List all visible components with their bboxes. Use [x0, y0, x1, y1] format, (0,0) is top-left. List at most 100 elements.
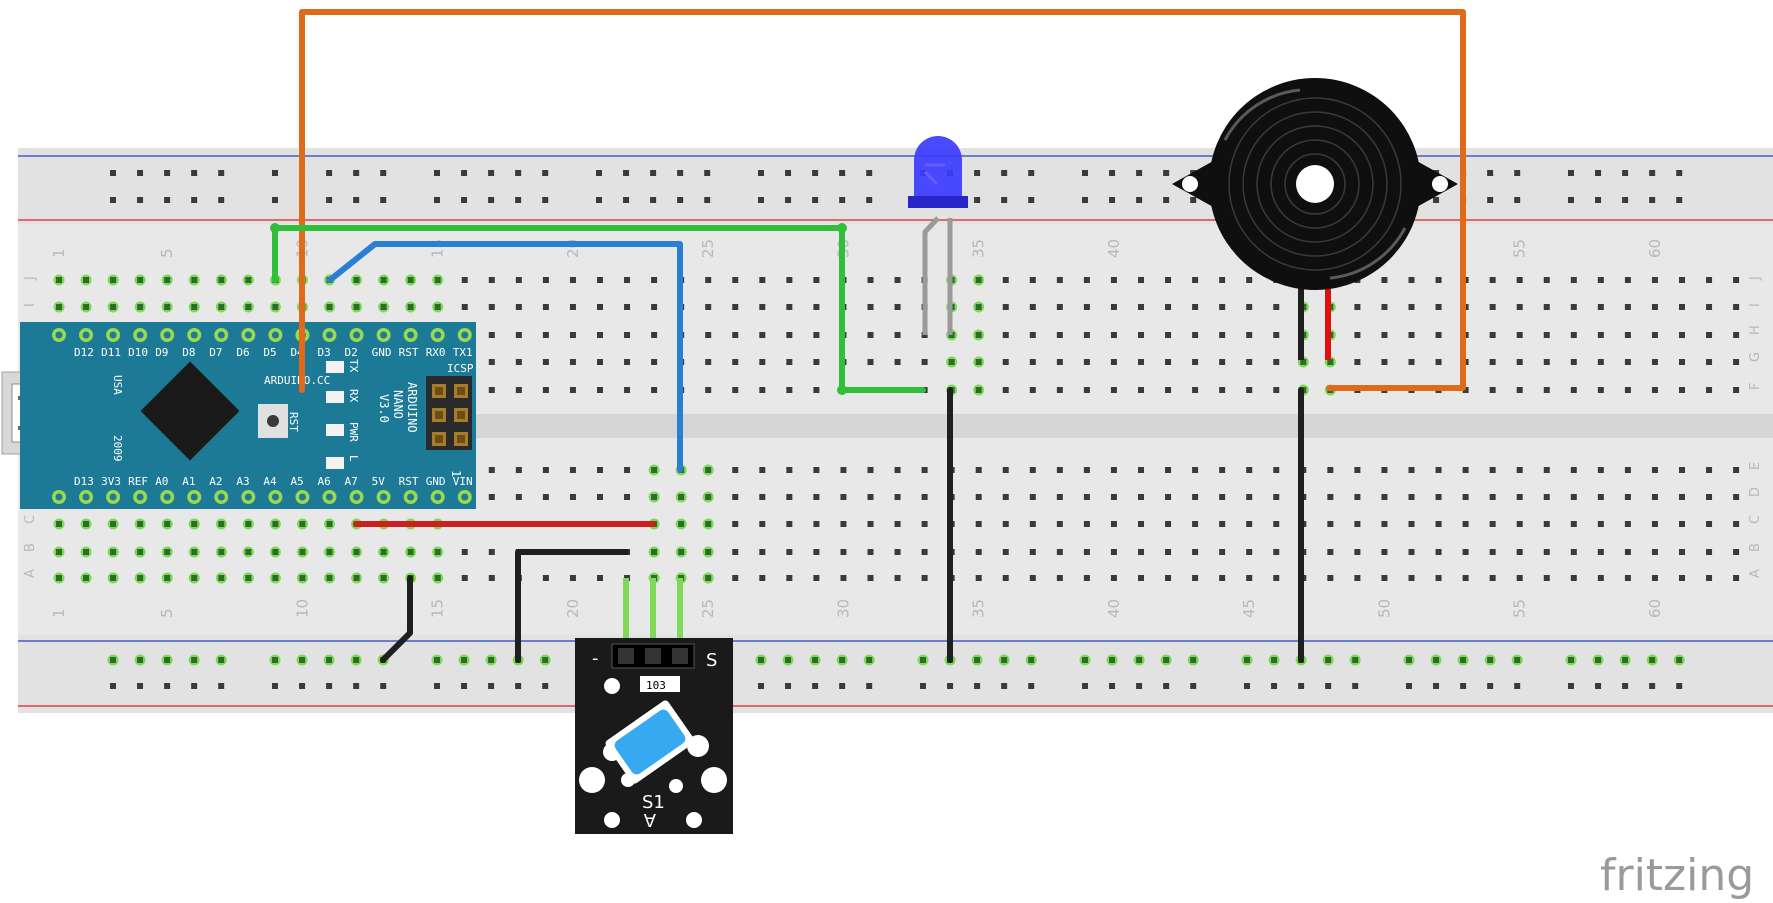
nano-led-label: L [347, 455, 360, 462]
nano-top-pin-label: D11 [101, 346, 121, 359]
column-number-bottom: 60 [1646, 599, 1664, 618]
row-letter-right: E [1748, 462, 1763, 470]
column-number-bottom: 45 [1240, 599, 1258, 618]
blue-led [908, 136, 968, 335]
column-number-bottom: 35 [970, 599, 988, 618]
nano-bottom-pin-label: A7 [345, 475, 358, 488]
row-letter-right: J [1748, 276, 1763, 281]
nano-bottom-pin-label: VIN [453, 475, 473, 488]
nano-led-label: PWR [347, 422, 360, 442]
fritzing-watermark: fritzing [1600, 850, 1754, 901]
buzzer-mount-hole-right [1432, 176, 1448, 192]
row-letter-left: I [23, 303, 38, 307]
top-power-rail [18, 148, 1773, 224]
nano-top-pin-label: RX0 [426, 346, 446, 359]
row-letter-right: G [1748, 352, 1763, 362]
nano-icsp-label: ICSP [447, 362, 474, 375]
row-letter-right: H [1748, 325, 1763, 335]
reset-button-cap [267, 415, 279, 427]
nano-bottom-pin-label: A2 [209, 475, 222, 488]
nano-model-line-3: V3.0 [377, 394, 391, 423]
nano-bottom-pin-label: 5V [372, 475, 386, 488]
nano-top-pin-label: D5 [263, 346, 276, 359]
column-number-bottom: 25 [699, 599, 717, 618]
column-number-top: 55 [1511, 239, 1529, 258]
column-number-top: 40 [1105, 239, 1123, 258]
nano-top-pin-label: RST [399, 346, 419, 359]
black-wire-nano-gnd [380, 575, 413, 663]
nano-usa-label: USA [111, 375, 124, 395]
tilt-sensor-module: - S 103 S1 A [575, 578, 733, 834]
sensor-resistor-label: 103 [646, 679, 666, 692]
column-number-top: 1 [50, 248, 68, 258]
nano-top-pin-label: D7 [209, 346, 222, 359]
nano-year-label: 2009 [111, 435, 124, 462]
buzzer-mount-hole-left [1182, 176, 1198, 192]
piezo-buzzer [1172, 78, 1458, 360]
sensor-pin-minus-label: - [592, 648, 599, 669]
sensor-bottom-label: A [643, 809, 656, 830]
row-letter-left: C [23, 515, 38, 524]
row-letter-right: F [1748, 383, 1763, 390]
row-letter-left: B [23, 543, 38, 552]
icsp-pins [432, 384, 468, 446]
nano-led-label: RX [347, 389, 360, 403]
nano-model-line-2: NANO [391, 390, 405, 419]
nano-corner-label: 1 [449, 470, 463, 477]
sensor-resistor [640, 676, 680, 692]
row-letter-right: B [1748, 543, 1763, 552]
nano-top-pin-label: D9 [155, 346, 168, 359]
nano-top-pin-label: D6 [236, 346, 249, 359]
black-wire-sensor-gnd [515, 549, 629, 663]
nano-led [326, 424, 344, 436]
column-number-bottom: 20 [564, 599, 582, 618]
nano-bottom-pin-label: REF [128, 475, 148, 488]
nano-bottom-pin-label: RST [399, 475, 419, 488]
nano-bottom-pin-label: A1 [182, 475, 195, 488]
bottom-power-rail [18, 635, 1773, 713]
column-number-top: 60 [1646, 239, 1664, 258]
row-letter-right: I [1748, 303, 1763, 307]
led-highlight [923, 163, 945, 186]
tilt-switch [605, 700, 695, 784]
row-letter-right: A [1748, 569, 1763, 578]
nano-pin-holes [52, 328, 472, 504]
nano-bottom-pin-label: A3 [236, 475, 249, 488]
nano-led [326, 391, 344, 403]
column-number-bottom: 50 [1375, 599, 1393, 618]
nano-bottom-pin-label: D13 [74, 475, 94, 488]
nano-leds: TX RX PWR L [326, 359, 360, 469]
sensor-switch-label: S1 [642, 792, 665, 813]
nano-top-pin-label: D8 [182, 346, 195, 359]
nano-led-label: TX [347, 359, 360, 373]
buzzer-center [1296, 165, 1334, 203]
nano-bottom-pin-label: A6 [318, 475, 331, 488]
nano-led [326, 457, 344, 469]
column-number-bottom: 5 [158, 608, 176, 618]
row-letter-right: D [1748, 487, 1763, 497]
nano-board [20, 322, 476, 509]
row-letter-right: C [1748, 515, 1763, 524]
nano-chip [140, 361, 240, 461]
column-number-bottom: 1 [50, 608, 68, 618]
nano-top-pin-label: TX1 [453, 346, 473, 359]
orange-wire [299, 9, 1466, 393]
nano-bottom-pin-label: GND [426, 475, 446, 488]
led-body [914, 136, 962, 200]
nano-top-pin-label: D12 [74, 346, 94, 359]
column-number-bottom: 15 [429, 599, 447, 618]
sensor-pin-s-label: S [706, 650, 717, 671]
nano-bottom-pin-label: A5 [290, 475, 303, 488]
column-number-bottom: 30 [834, 599, 852, 618]
nano-led [326, 361, 344, 373]
column-number-bottom: 10 [293, 599, 311, 618]
row-letter-left: A [23, 569, 38, 578]
led-leg-left [922, 216, 940, 335]
